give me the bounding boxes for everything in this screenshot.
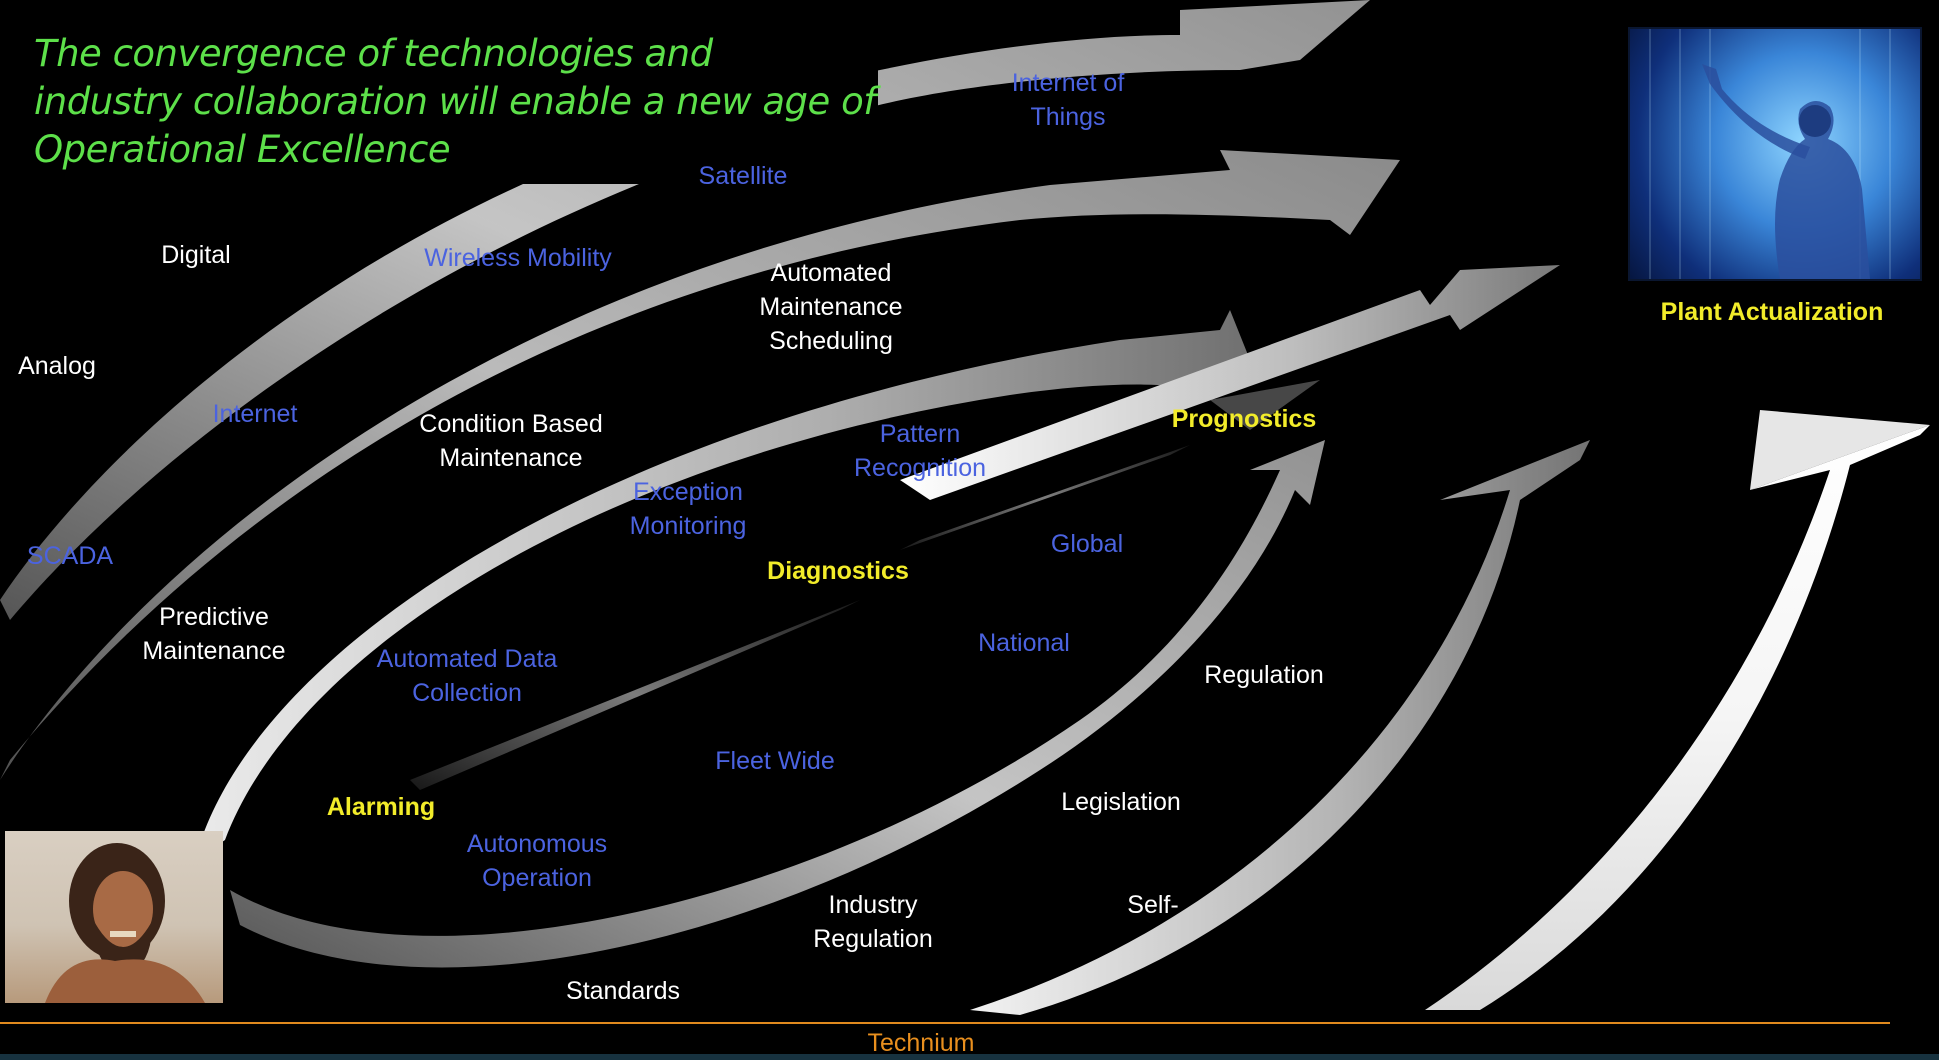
label-legislation: Legislation (1061, 788, 1181, 816)
bottom-bar (0, 1054, 1939, 1060)
caveman-photo (5, 831, 223, 1003)
headline-box: The convergence of technologies and indu… (0, 0, 878, 184)
digital-human-illustration (1649, 29, 1891, 279)
label-industry-regulation: Industry Regulation (813, 888, 933, 956)
caveman-illustration (45, 843, 205, 1003)
label-technium: Technium (867, 1029, 975, 1057)
label-regulation: Regulation (1204, 661, 1324, 689)
label-standards: Standards (566, 977, 680, 1005)
label-digital: Digital (161, 241, 231, 269)
label-national: National (978, 629, 1070, 657)
headline-line-2: industry collaboration will enable a new… (34, 80, 876, 123)
label-iot-line-1: Internet of (1011, 69, 1125, 97)
third-arc-arrow (195, 310, 1250, 860)
label-predictive-line-1: Predictive (159, 603, 269, 631)
digital-human-photo (1628, 27, 1922, 281)
label-pattern-line-2: Recognition (853, 454, 987, 482)
label-autonomous-line-1: Autonomous (466, 830, 608, 858)
label-fleet-wide: Fleet Wide (715, 747, 835, 775)
label-cbm-line-1: Condition Based (419, 410, 603, 438)
label-cbm-line-2: Maintenance (439, 444, 583, 472)
label-internet-of-things: Internet of Things (1012, 66, 1125, 134)
label-self: Self- (1127, 891, 1179, 919)
label-industry-line-2: Regulation (813, 925, 933, 953)
label-autonomous-line-2: Operation (482, 864, 592, 892)
label-condition-based-maintenance: Condition Based Maintenance (419, 407, 602, 475)
label-iot-line-2: Things (1030, 103, 1106, 131)
inner-loop-arrow (230, 440, 1325, 968)
label-ams-line-1: Automated (770, 259, 892, 287)
second-arc-arrow (0, 150, 1400, 780)
prognostics-arrow (900, 265, 1560, 500)
headline-text: The convergence of technologies and indu… (34, 30, 876, 174)
label-predictive-line-2: Maintenance (142, 637, 286, 665)
label-exception-monitoring: Exception Monitoring (630, 475, 747, 543)
label-automated-data-collection: Automated Data Collection (377, 642, 558, 710)
label-ams-line-2: Maintenance (759, 293, 903, 321)
tall-up-arrow (1425, 425, 1930, 1010)
label-ams-line-3: Scheduling (769, 327, 893, 355)
label-automated-maintenance-scheduling: Automated Maintenance Scheduling (759, 256, 902, 358)
label-diagnostics: Diagnostics (767, 557, 909, 585)
label-scada: SCADA (26, 542, 114, 570)
label-plant-actualization: Plant Actualization (1660, 298, 1884, 326)
label-internet: Internet (212, 400, 298, 428)
label-autonomous-operation: Autonomous Operation (467, 827, 607, 895)
label-predictive-maintenance: Predictive Maintenance (142, 600, 285, 668)
label-exception-line-1: Exception (633, 478, 743, 506)
label-prognostics: Prognostics (1171, 405, 1317, 433)
label-adc-line-1: Automated Data (376, 645, 558, 673)
headline-line-3: Operational Excellence (34, 128, 451, 171)
label-global: Global (1050, 530, 1124, 558)
label-pattern-line-1: Pattern (879, 420, 961, 448)
label-alarming: Alarming (326, 793, 436, 821)
label-analog: Analog (18, 352, 96, 380)
label-pattern-recognition: Pattern Recognition (854, 417, 986, 485)
label-adc-line-2: Collection (412, 679, 522, 707)
label-satellite: Satellite (698, 162, 788, 190)
label-exception-line-2: Monitoring (629, 512, 747, 540)
technium-baseline (0, 1022, 1890, 1024)
label-wireless-mobility: Wireless Mobility (424, 244, 612, 272)
label-industry-line-1: Industry (828, 891, 918, 919)
headline-line-1: The convergence of technologies and (34, 32, 713, 75)
